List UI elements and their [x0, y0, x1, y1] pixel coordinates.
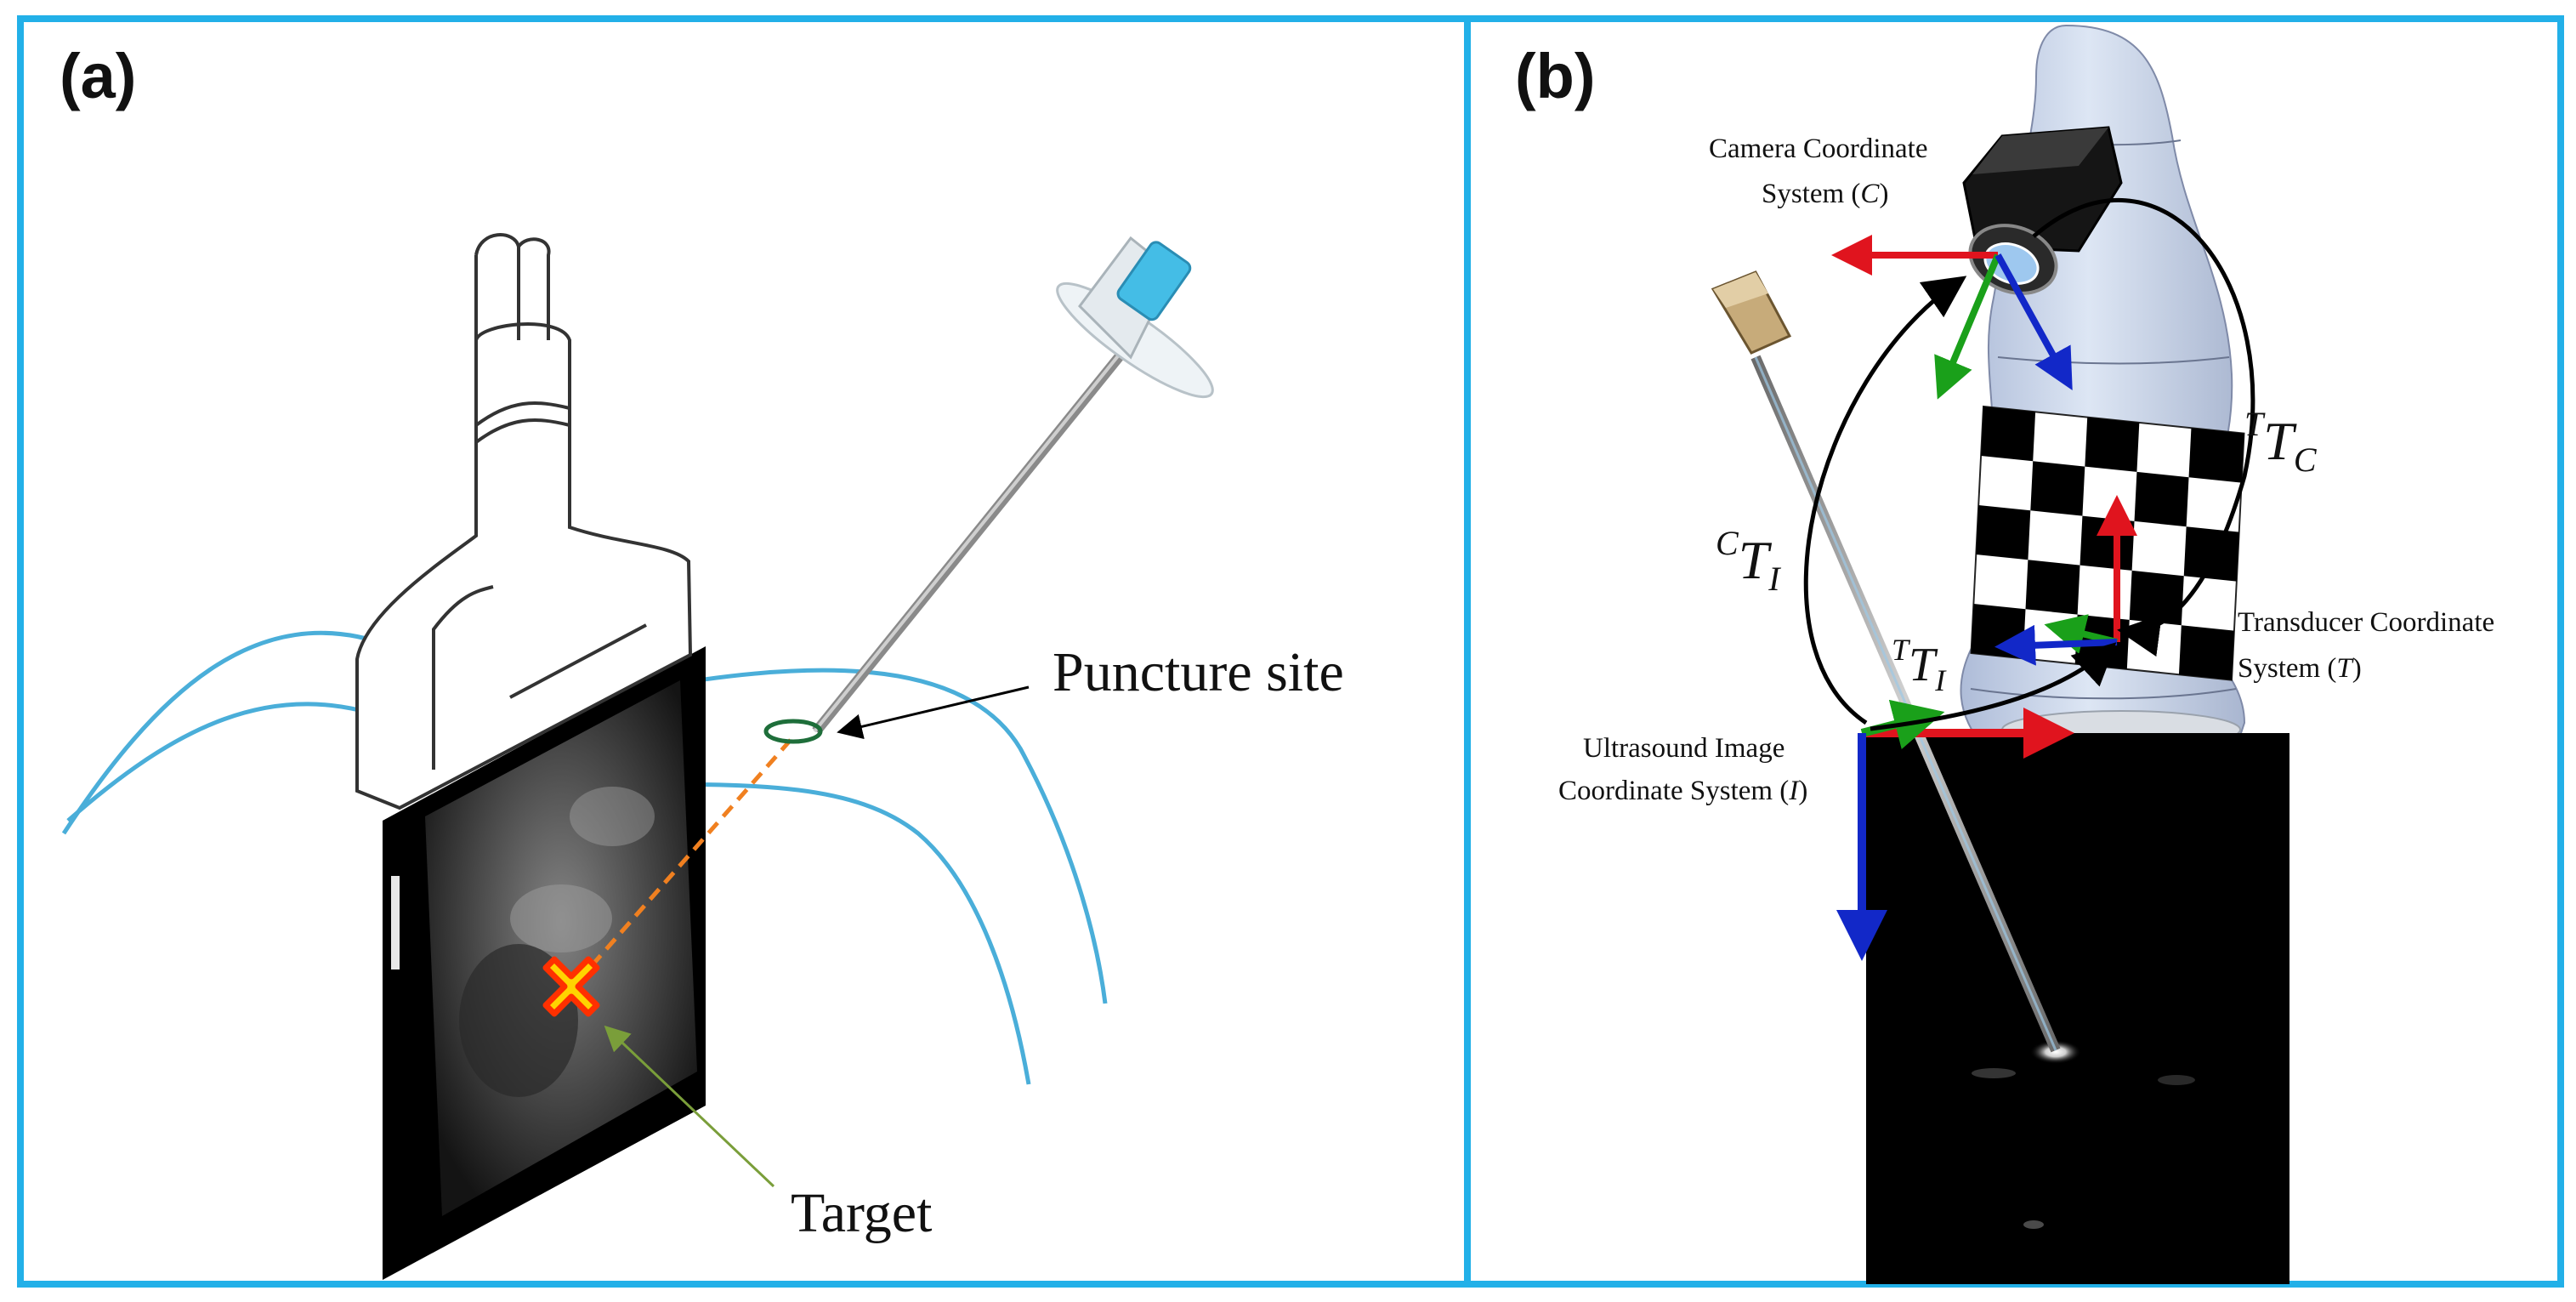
skin-surface: [61, 630, 1108, 1085]
puncture-site-arrow: [837, 685, 1030, 740]
svg-text:Transducer Coordinate: Transducer Coordinate: [2238, 607, 2494, 638]
target-label: Target: [791, 1182, 932, 1244]
panel-a: (a): [17, 15, 1471, 1288]
svg-text:System (C): System (C): [1762, 179, 1888, 209]
camera-coord-label: Camera Coordinate System (C): [1709, 134, 1928, 209]
trajectory-line: [568, 738, 792, 992]
skin-curve-right-outer: [645, 668, 1108, 1004]
panel-a-frame: [17, 15, 1471, 1288]
target-x-icon: [542, 956, 600, 1017]
transform-arrow-CI: [1803, 276, 1967, 725]
puncture-site-label: Puncture site: [1053, 641, 1344, 703]
panel-b-label: (b): [1515, 41, 1596, 111]
ultrasound-display: [1866, 733, 2289, 1284]
needle-icon: [812, 236, 1214, 735]
transform-label-TC: TTC: [2244, 405, 2318, 479]
svg-text:System (T): System (T): [2238, 653, 2362, 684]
panel-a-label: (a): [60, 41, 136, 111]
transform-label-TI: TTI: [1892, 633, 1947, 697]
svg-text:Ultrasound Image: Ultrasound Image: [1583, 733, 1784, 764]
transform-label-CI: CTI: [1716, 524, 1781, 598]
ultrasound-image: [383, 646, 706, 1280]
transducer-coord-label: Transducer Coordinate System (T): [2238, 607, 2494, 684]
panel-b: (b): [1464, 15, 2564, 1288]
target-arrow: [604, 1025, 775, 1188]
transform-arrows: [1803, 197, 2255, 731]
puncture-site-ring: [763, 719, 823, 744]
skin-curve-outer: [61, 630, 392, 835]
ultrasound-coord-label: Ultrasound Image Coordinate System (I): [1558, 733, 1807, 806]
transform-arrow-TI: [1870, 642, 2117, 731]
skin-curve-inner: [66, 702, 400, 822]
needle-hub: [1116, 241, 1192, 321]
transform-arrow-TC: [2032, 197, 2255, 657]
svg-text:Camera Coordinate: Camera Coordinate: [1709, 134, 1928, 164]
ultrasound-probe-icon: [355, 233, 693, 810]
camera-axes: [1831, 235, 2073, 400]
svg-text:Coordinate System (I): Coordinate System (I): [1558, 776, 1807, 806]
